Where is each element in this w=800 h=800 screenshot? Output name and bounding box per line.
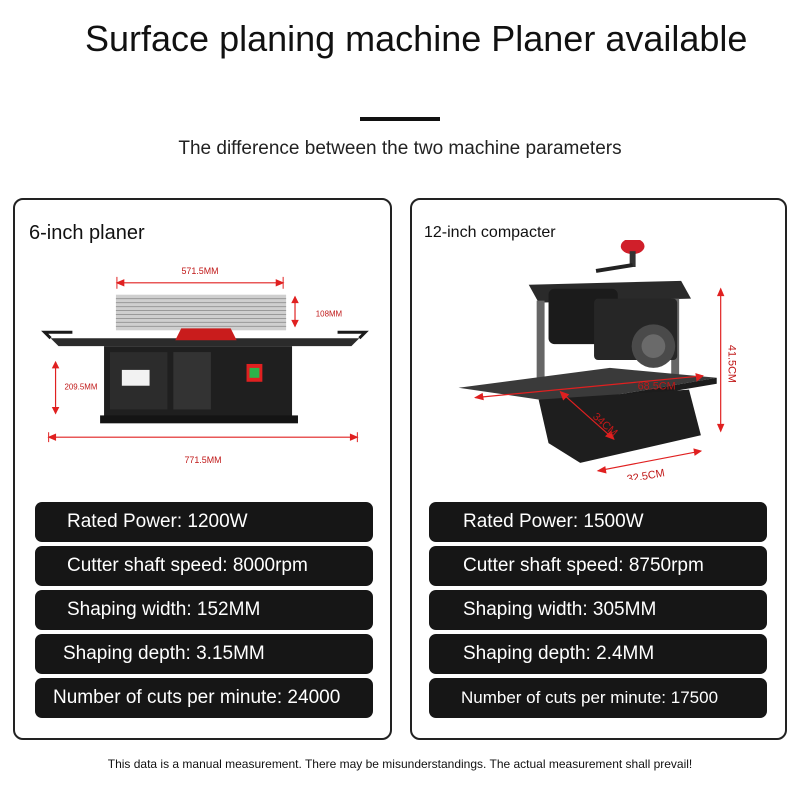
planer-blade-guard xyxy=(175,328,237,341)
disclaimer-note: This data is a manual measurement. There… xyxy=(107,757,693,771)
dimension-base-depth-label: 32.5CM xyxy=(626,467,666,480)
planer-table xyxy=(50,338,360,347)
crank-handle xyxy=(595,263,633,273)
page-title: Surface planing machine Planer available xyxy=(85,18,748,59)
compacter-table xyxy=(458,367,717,404)
dimension-total-length-label: 771.5MM xyxy=(184,455,221,465)
compacter-12-inch-title: 12-inch compacter xyxy=(424,224,556,241)
planer-6-inch-image: 571.5MM 108MM xyxy=(41,266,369,465)
spec-shaping-width: Shaping width: 305MM xyxy=(429,590,767,630)
dimension-fence-height xyxy=(291,295,299,328)
spec-rated-power: Rated Power: 1200W xyxy=(35,502,373,542)
dimension-height xyxy=(716,287,725,433)
dimension-fence-height-label: 108MM xyxy=(316,309,342,318)
planer-6-inch-card: 6-inch planer 571.5MM 108MM xyxy=(13,198,392,740)
spec-cuts-per-minute: Number of cuts per minute: 24000 xyxy=(35,678,373,718)
dimension-base-depth xyxy=(596,448,703,474)
depth-adjust-knob xyxy=(620,240,645,255)
dimension-height-label: 41.5CM xyxy=(726,345,738,383)
planer-fence xyxy=(115,294,287,331)
dimension-top-length-label: 571.5MM xyxy=(181,266,218,276)
planer-right-handle xyxy=(337,330,369,340)
planer-left-handle xyxy=(41,330,73,340)
spec-rated-power: Rated Power: 1500W xyxy=(429,502,767,542)
spec-shaping-depth: Shaping depth: 3.15MM xyxy=(35,634,373,674)
planer-base xyxy=(100,415,298,424)
page-subtitle: The difference between the two machine p… xyxy=(178,138,622,159)
dimension-table-width xyxy=(559,390,615,440)
spec-shaping-depth: Shaping depth: 2.4MM xyxy=(429,634,767,674)
compacter-12-inch-card: 12-inch compacter 41.5CM xyxy=(410,198,787,740)
title-divider xyxy=(360,117,440,121)
compacter-12-inch-image: 41.5CM 68.5CM 34CM 32.5CM xyxy=(458,240,738,480)
warning-label xyxy=(121,369,150,386)
spec-shaping-width: Shaping width: 152MM xyxy=(35,590,373,630)
dimension-table-length xyxy=(474,373,704,401)
planer-6-inch-title: 6-inch planer xyxy=(29,222,145,244)
spec-cuts-per-minute: Number of cuts per minute: 17500 xyxy=(429,678,767,718)
dimension-top-length xyxy=(115,276,285,289)
dimension-body-height-label: 209.5MM xyxy=(64,383,97,392)
dimension-table-length-label: 68.5CM xyxy=(638,381,676,393)
compacter-base xyxy=(538,389,701,463)
dimension-body-height xyxy=(51,360,60,415)
spec-cutter-speed: Cutter shaft speed: 8000rpm xyxy=(35,546,373,586)
spec-cutter-speed: Cutter shaft speed: 8750rpm xyxy=(429,546,767,586)
dimension-total-length xyxy=(47,432,359,443)
